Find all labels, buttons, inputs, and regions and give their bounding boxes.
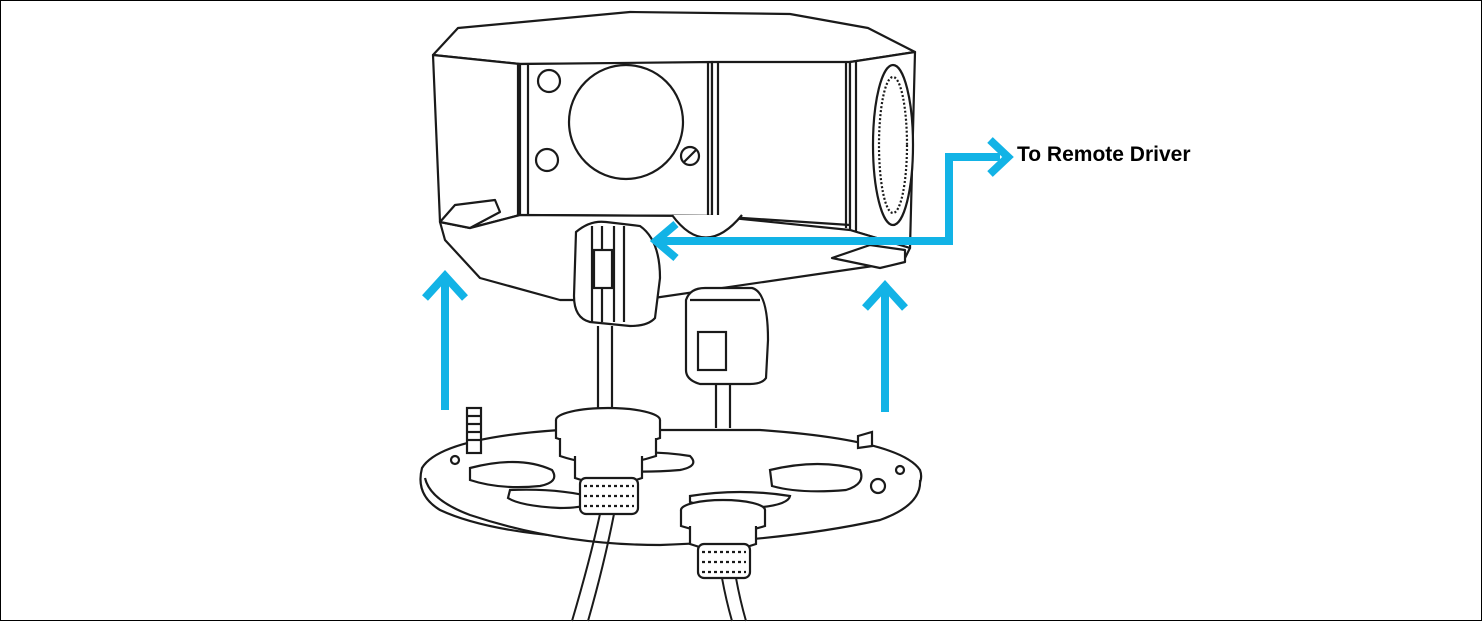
mounting-plate [419,406,923,547]
cable-grommet-right [679,498,767,580]
quick-connector [684,286,770,428]
callout-label: To Remote Driver [1017,143,1191,166]
wire-connector [572,220,662,418]
arrow-up-left [422,270,468,410]
power-cable [571,513,747,622]
arrow-up-right [862,280,908,412]
cable-grommet-left [554,406,662,516]
arrow-to-remote-driver [649,137,1014,262]
